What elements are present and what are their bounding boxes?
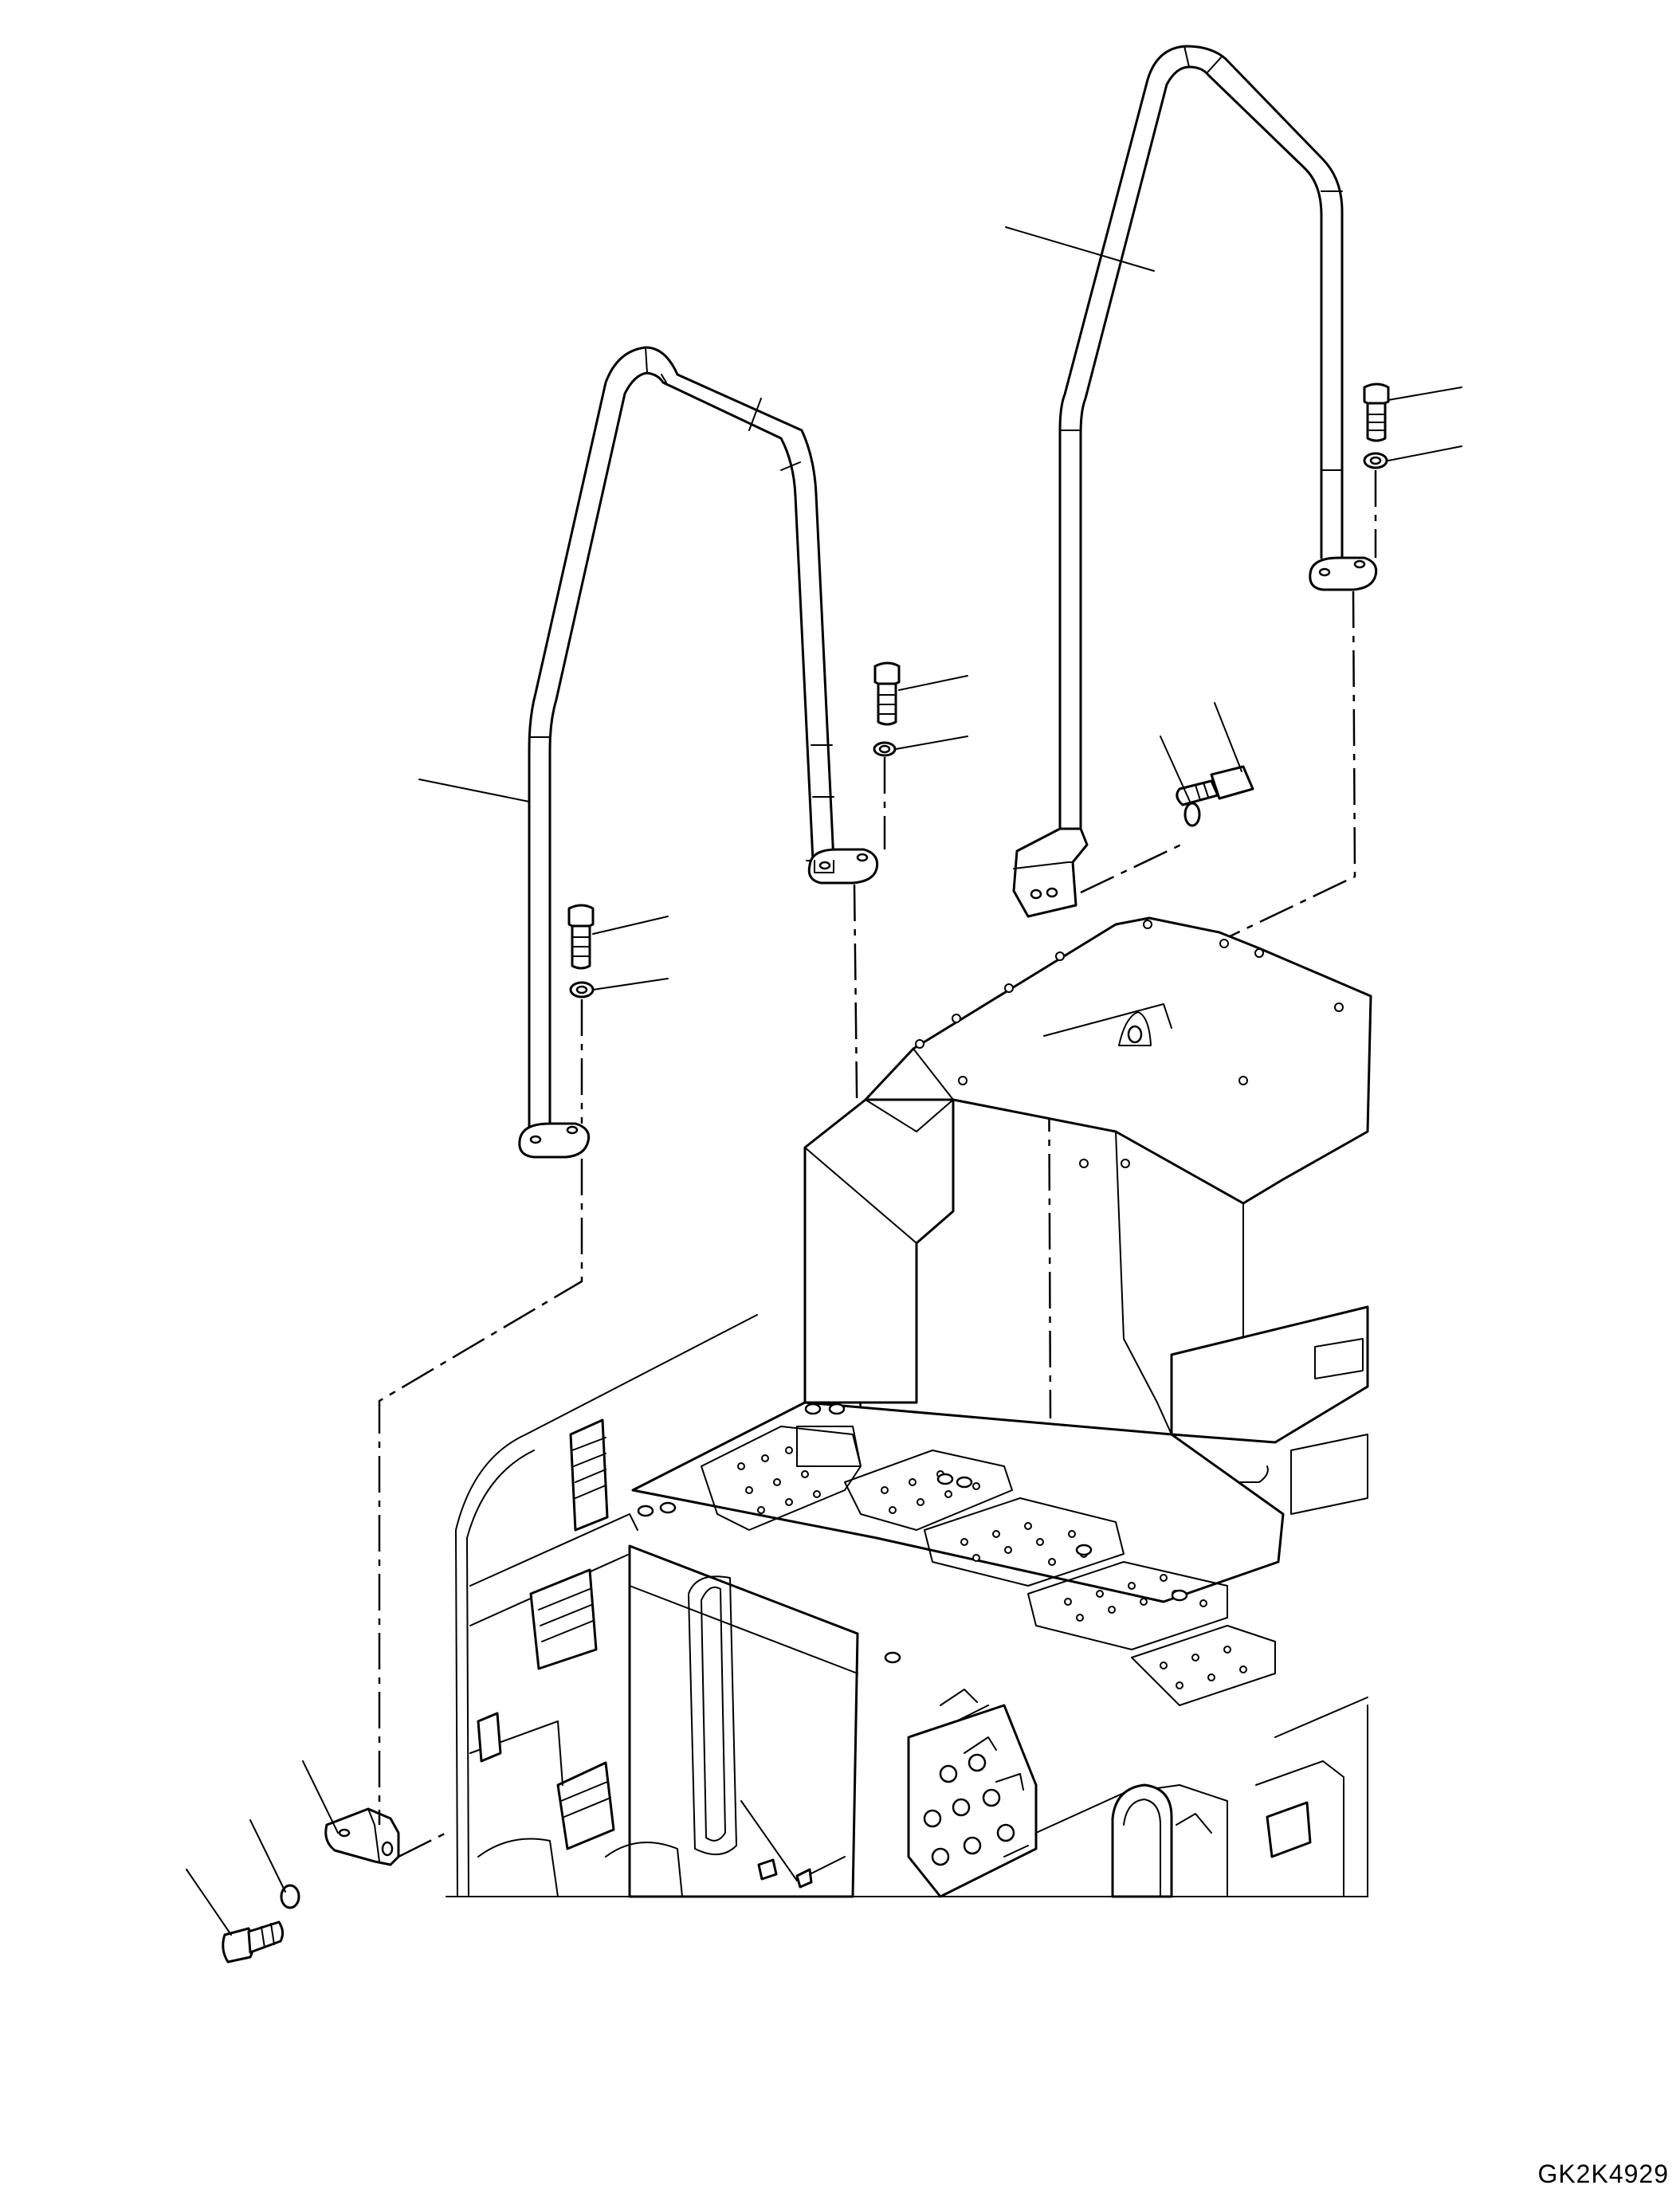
valve-fittings [923,1689,1029,1866]
bolt [567,904,595,970]
bolt [873,661,901,726]
bolt [222,1920,285,1964]
bolt [1363,383,1390,442]
bolt [1176,765,1254,806]
handrail-right [1012,45,1378,918]
hardware [222,383,1390,1964]
handrail-left [518,346,879,1159]
leader-lines [186,226,1462,1936]
hood-bolts [915,920,1344,1168]
drawing-id-label: GK2K4929 [1537,2160,1669,2188]
washer [1183,802,1201,827]
deck-perforations [737,1446,1247,1689]
machine-body [446,916,1372,1898]
bracket [324,1807,400,1866]
